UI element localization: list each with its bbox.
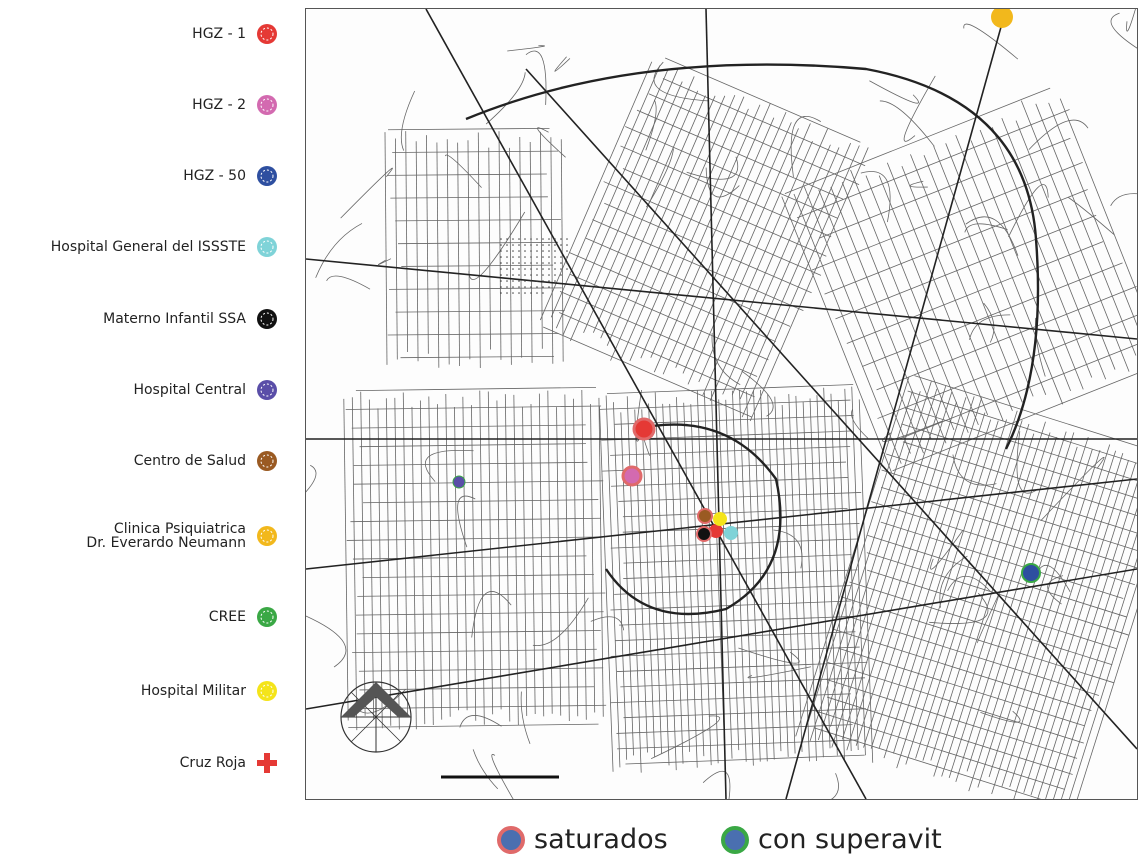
dot-badge-icon [257,95,277,115]
marker-centro-de-salud[interactable] [697,508,713,524]
marker-materno-infantil[interactable] [696,526,712,542]
map-legend: HGZ - 1 HGZ - 2 HGZ - 50 Hospital Genera… [0,0,300,800]
legend-item-issste: Hospital General del ISSSTE [51,236,278,258]
legend-label: HGZ - 1 [192,26,246,42]
ring-road [465,63,1040,450]
con-superavit-label: con superavit [758,824,942,855]
marker-hgz-2[interactable] [621,465,643,487]
marker-issste[interactable] [724,526,738,540]
saturated-dot-icon [497,825,525,854]
street-network [306,9,1137,799]
marker-hospital-central[interactable] [452,475,466,489]
marker-clinica-psiquiatrica[interactable] [991,9,1013,28]
inner-ring-road [605,423,782,616]
map-markers [452,9,1041,583]
marker-hgz-50[interactable] [1021,563,1041,583]
legend-item-hospital-militar: Hospital Militar [141,680,278,702]
dot-badge-icon [257,309,277,329]
legend-item-cree: CREE [209,606,278,628]
city-map[interactable] [305,8,1138,800]
legend-label: HGZ - 50 [183,168,246,184]
legend-label: Materno Infantil SSA [103,311,246,327]
legend-label: Cruz Roja [179,755,246,771]
dotted-field [500,238,568,294]
dot-badge-icon [257,607,277,627]
saturados-label: saturados [534,824,668,855]
dot-badge-icon [257,451,277,471]
legend-label: Centro de Salud [133,453,246,469]
marker-cruz-roja[interactable] [709,524,723,538]
dot-badge-icon [257,380,277,400]
marker-hospital-militar[interactable] [713,512,727,526]
legend-label: CREE [208,609,246,625]
legend-label: Hospital Militar [140,683,246,699]
legend-item-hgz-1: HGZ - 1 [192,23,278,45]
dot-badge-icon [257,526,277,546]
red-cross-icon [257,753,277,773]
legend-item-cruz-roja: Cruz Roja [180,752,278,774]
dot-badge-icon [257,237,277,257]
legend-label: HGZ - 2 [192,97,246,113]
legend-item-hgz-2: HGZ - 2 [192,94,278,116]
dot-badge-icon [257,24,277,44]
legend-item-hospital-central: Hospital Central [133,379,278,401]
legend-item-centro-de-salud: Centro de Salud [134,450,278,472]
legend-label: Hospital Central [133,382,246,398]
marker-hgz-1[interactable] [632,417,656,441]
legend-con-superavit: con superavit [720,824,942,855]
legend-saturados: saturados [496,824,668,855]
legend-item-materno-infantil: Materno Infantil SSA [103,308,278,330]
legend-label: Hospital General del ISSSTE [50,239,246,255]
dot-badge-icon [257,166,277,186]
status-legend: saturados con superavit [0,818,1143,867]
legend-item-hgz-50: HGZ - 50 [183,165,278,187]
north-arrow-icon [340,681,412,753]
dot-badge-icon [257,681,277,701]
surplus-dot-icon [721,825,749,854]
